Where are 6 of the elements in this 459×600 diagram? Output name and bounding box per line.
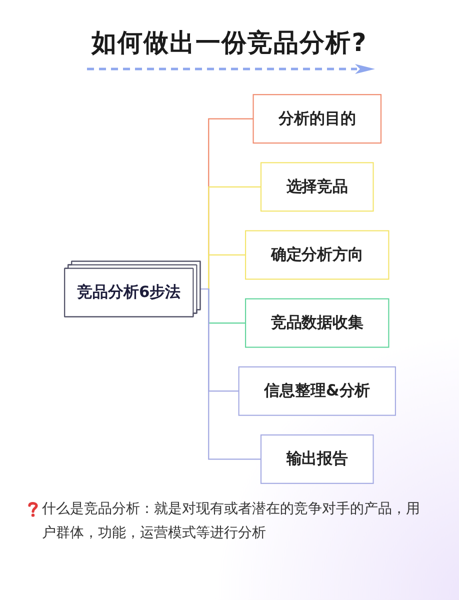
- caption: 什么是竞品分析：就是对现有或者潜在的竞争对手的产品，用户群体，功能，运营模式等进行分析: [42, 500, 421, 543]
- node-box: 选择竞品: [260, 162, 374, 212]
- node-box: 分析的目的: [252, 94, 382, 144]
- title: 如何做出一份竞品分析?: [92, 27, 368, 59]
- node-box: 输出报告: [260, 434, 374, 484]
- node-box: 竞品数据收集: [244, 298, 389, 348]
